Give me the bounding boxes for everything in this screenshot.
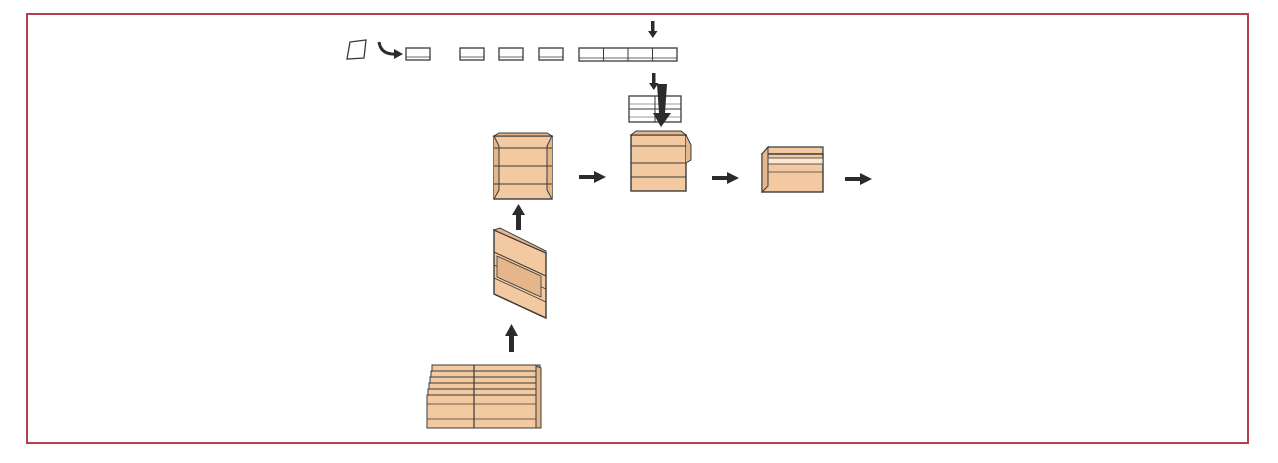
up-arrow-icon — [505, 324, 518, 352]
right-arrow-icon — [712, 172, 739, 184]
flat-sheet-icon — [498, 47, 524, 61]
flat-sheet-icon — [405, 47, 431, 61]
insert-arrow-icon — [653, 84, 671, 127]
rotate-arrow-icon — [377, 41, 397, 56]
diagram-frame — [26, 13, 1249, 444]
carton-filling-icon — [629, 130, 692, 192]
stacked-sheets-icon — [628, 95, 682, 123]
flat-carton-stack-icon — [426, 364, 542, 429]
sheet-feed-line — [346, 21, 682, 127]
grouped-sheets-icon — [578, 47, 678, 62]
right-arrow-icon — [579, 171, 606, 183]
flat-sheet-icon — [538, 47, 564, 61]
carton-erecting-icon — [492, 227, 547, 320]
sealed-carton-icon — [760, 145, 824, 194]
tilted-sheet-icon — [346, 39, 367, 60]
up-arrow-icon — [512, 204, 525, 230]
flat-sheet-icon — [459, 47, 485, 61]
down-arrow-icon — [649, 73, 659, 90]
down-arrow-icon — [648, 21, 658, 38]
right-arrow-icon — [845, 173, 872, 185]
open-carton-icon — [492, 132, 554, 200]
